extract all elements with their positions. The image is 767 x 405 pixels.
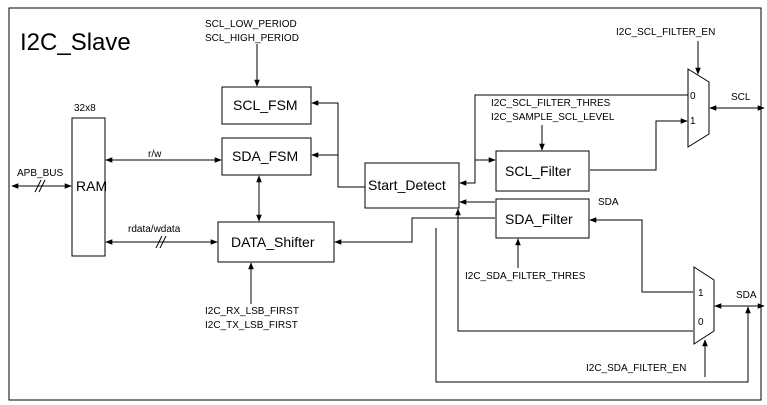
- diagram-title: I2C_Slave: [20, 29, 131, 56]
- sda-filter-en-label: I2C_SDA_FILTER_EN: [586, 363, 686, 374]
- scl-filter-thres-label: I2C_SCL_FILTER_THRES: [491, 98, 611, 109]
- scl-mux-input-0: 0: [690, 91, 696, 102]
- sda-filter-label: SDA_Filter: [505, 211, 573, 227]
- scl-filter-en-label: I2C_SCL_FILTER_EN: [616, 27, 715, 38]
- rw-label: r/w: [148, 149, 162, 160]
- scl-filter-label: SCL_Filter: [505, 163, 571, 179]
- scl-fsm-block: SCL_FSM: [221, 86, 312, 125]
- apb-bus-label: APB_BUS: [17, 168, 63, 179]
- ram-label: RAM: [76, 178, 107, 194]
- rdata-wdata-label: rdata/wdata: [128, 224, 181, 235]
- ram-size-label: 32x8: [74, 103, 96, 114]
- scl-mux: 0 1: [687, 68, 710, 148]
- scl-high-period-label: SCL_HIGH_PERIOD: [205, 33, 299, 44]
- sample-scl-level-label: I2C_SAMPLE_SCL_LEVEL: [491, 112, 615, 123]
- scl-low-period-label: SCL_LOW_PERIOD: [205, 19, 297, 30]
- scl-fsm-label: SCL_FSM: [233, 97, 298, 113]
- sda-filter-block: SDA_Filter: [495, 198, 590, 239]
- sda-internal-label: SDA: [598, 197, 619, 208]
- rx-lsb-first-label: I2C_RX_LSB_FIRST: [205, 306, 299, 317]
- ram-block: RAM 32x8: [71, 103, 107, 257]
- data-shifter-label: DATA_Shifter: [231, 234, 315, 250]
- sda-filter-thres-label: I2C_SDA_FILTER_THRES: [465, 271, 586, 282]
- wires: [11, 41, 765, 383]
- sda-pin-label: SDA: [736, 290, 757, 301]
- scl-pin-label: SCL: [731, 92, 751, 103]
- tx-lsb-first-label: I2C_TX_LSB_FIRST: [205, 320, 298, 331]
- sda-fsm-label: SDA_FSM: [232, 148, 298, 164]
- sda-mux-input-0: 0: [698, 317, 704, 328]
- sda-fsm-block: SDA_FSM: [221, 137, 312, 176]
- start-detect-label: Start_Detect: [368, 177, 446, 193]
- start-detect-block: Start_Detect: [364, 162, 460, 209]
- scl-mux-input-1: 1: [690, 116, 696, 127]
- sda-mux-input-1: 1: [698, 288, 704, 299]
- data-shifter-block: DATA_Shifter: [217, 221, 335, 263]
- scl-filter-block: SCL_Filter: [495, 150, 590, 192]
- sda-mux: 1 0: [693, 266, 715, 345]
